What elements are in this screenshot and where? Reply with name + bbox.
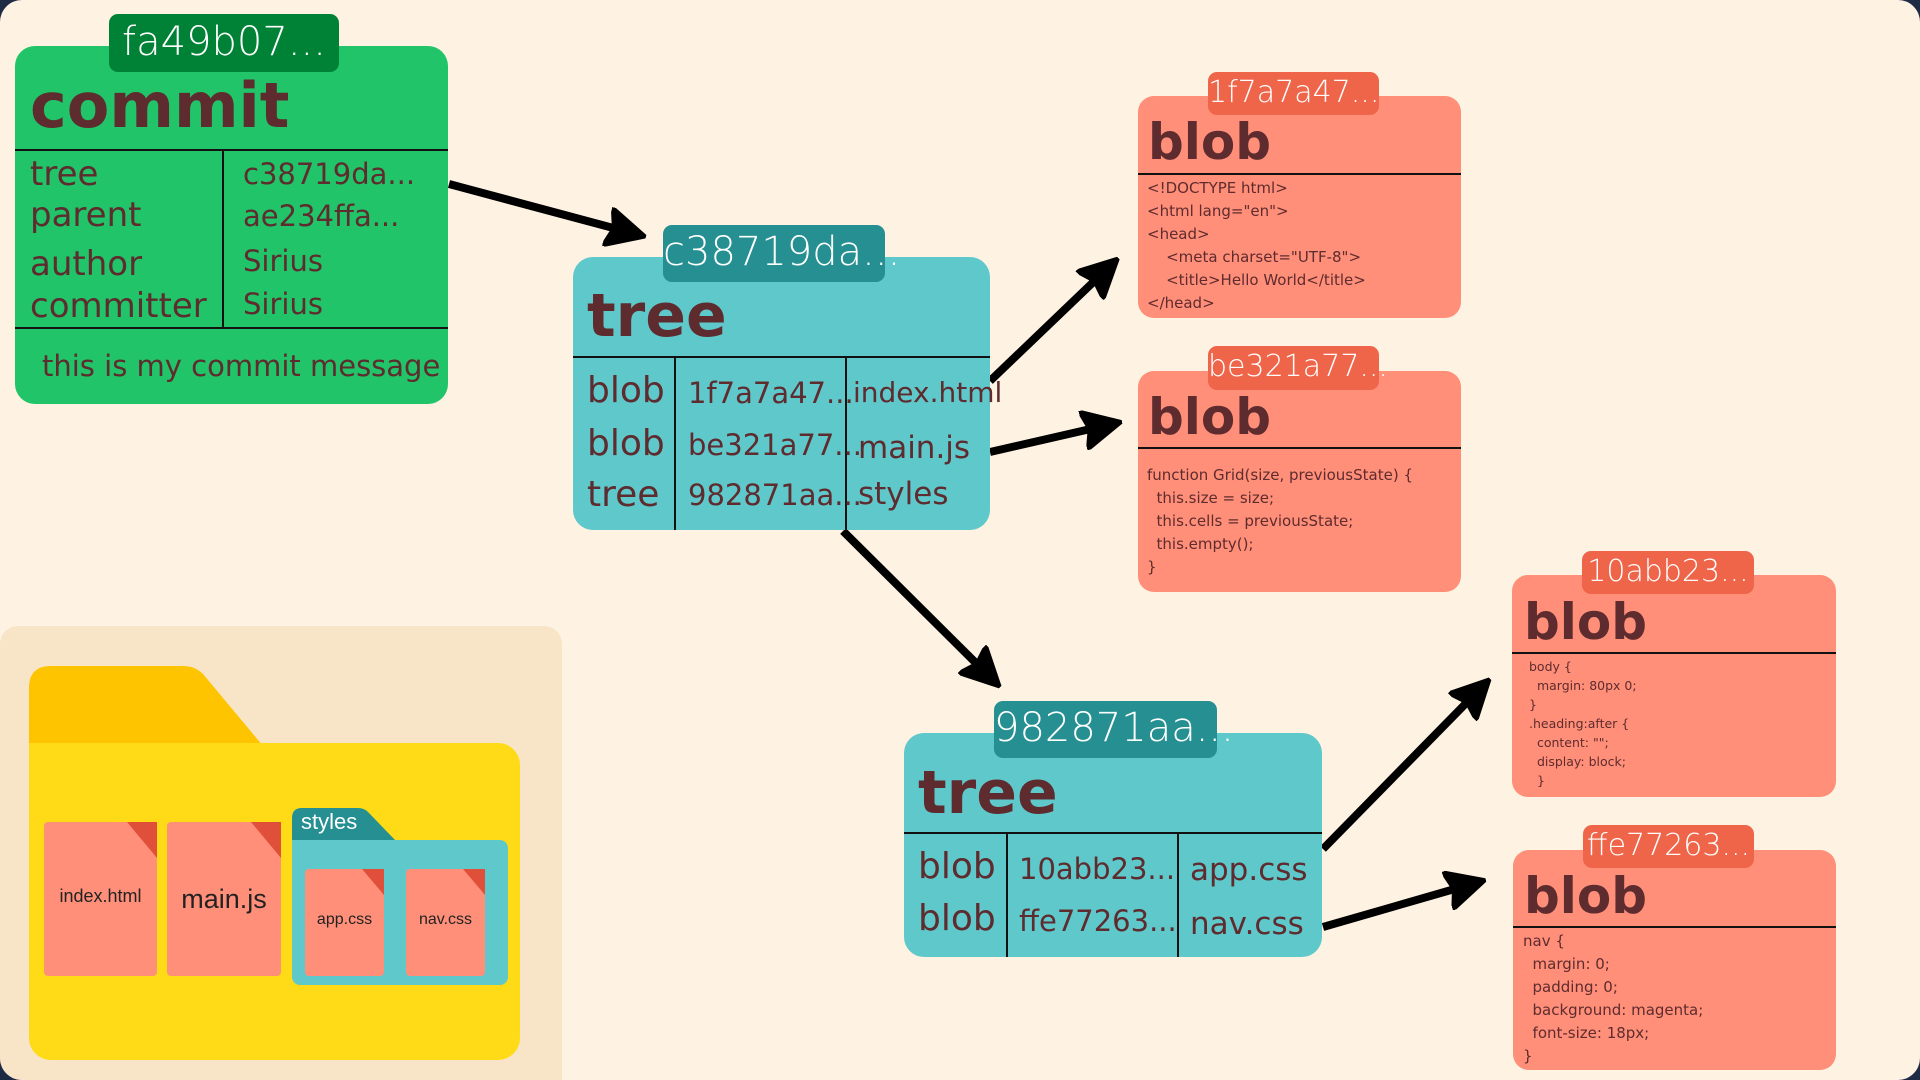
blob-type-title: blob: [1524, 593, 1648, 651]
commit-field-key: tree: [30, 154, 99, 194]
blob-hash-tag: ffe77263...: [1583, 825, 1754, 868]
file-icon-app-css[interactable]: app.css: [305, 869, 384, 976]
blob-content-line: }: [1529, 773, 1545, 788]
divider: [15, 149, 448, 151]
blob-hash-tag: 1f7a7a47...: [1208, 72, 1379, 115]
tree-entry-name: index.html: [853, 376, 1003, 409]
blob-content-line: content: "";: [1529, 735, 1609, 750]
blob-content-line: }: [1529, 697, 1537, 712]
divider: [845, 357, 847, 530]
blob-content-line: margin: 80px 0;: [1529, 678, 1637, 693]
commit-field-key: author: [30, 244, 143, 284]
file-label: index.html: [59, 886, 142, 906]
file-corner-fold: [251, 822, 281, 858]
file-label: nav.css: [418, 911, 473, 928]
file-corner-fold: [362, 869, 384, 895]
divider: [222, 150, 224, 328]
blob-type-title: blob: [1148, 113, 1272, 171]
blob-content-line: body {: [1529, 659, 1572, 674]
commit-field-key: committer: [30, 286, 207, 326]
tree-entry-hash: 1f7a7a47...: [688, 376, 854, 410]
commit-hash-tag: fa49b07...: [109, 14, 339, 72]
commit-field-value: ae234ffa...: [243, 199, 400, 233]
tree-entry-kind: blob: [587, 370, 665, 411]
blob-content-line: nav {: [1523, 932, 1565, 950]
blob-content-line: margin: 0;: [1523, 955, 1610, 973]
arrow-commit-to-tree: [447, 180, 632, 233]
arrow-tree-to-blob-index: [987, 268, 1108, 384]
blob-content-line: this.cells = previousState;: [1147, 512, 1354, 530]
tree-entry-kind: blob: [587, 423, 665, 464]
divider: [674, 357, 676, 530]
arrow-tree-to-blob-main: [989, 425, 1108, 456]
divider: [1512, 652, 1836, 654]
file-label: main.js: [181, 884, 267, 914]
blob-content-line: <!DOCTYPE html>: [1147, 179, 1288, 197]
divider: [1513, 926, 1836, 928]
divider: [573, 356, 990, 358]
tree-entry-name: nav.css: [1190, 906, 1304, 942]
commit-field-value: Sirius: [243, 287, 323, 321]
blob-content-line: padding: 0;: [1523, 978, 1618, 996]
commit-type-title: commit: [30, 69, 290, 142]
tree-entry-name: styles: [858, 476, 949, 512]
blob-content-line: }: [1523, 1047, 1533, 1065]
folder-back-tab: [29, 666, 263, 746]
blob-content-line: <title>Hello World</title>: [1147, 271, 1366, 289]
arrow-tree-to-subtree: [840, 528, 990, 677]
blob-type-title: blob: [1148, 388, 1272, 446]
arrow-subtree-to-blob-app: [1320, 689, 1480, 852]
blob-content-line: background: magenta;: [1523, 1001, 1704, 1019]
tree-hash-tag: 982871aa...: [994, 701, 1234, 758]
commit-field-value: c38719da...: [243, 157, 416, 191]
blob-content-line: this.size = size;: [1147, 489, 1275, 507]
blob-hash-tag: be321a77...: [1208, 346, 1388, 390]
blob-content-line: <head>: [1147, 225, 1210, 243]
file-icon-main-js[interactable]: main.js: [167, 822, 281, 976]
blob-content-line: .heading:after {: [1529, 716, 1630, 731]
divider: [1177, 833, 1179, 957]
blob-content-line: }: [1147, 558, 1157, 576]
commit-field-key: parent: [30, 195, 142, 235]
blob-content-line: </head>: [1147, 294, 1215, 312]
arrow-subtree-to-blob-nav: [1321, 884, 1472, 931]
blob-content-line: this.empty();: [1147, 535, 1254, 553]
blob-content-line: <html lang="en">: [1147, 202, 1289, 220]
divider: [1006, 833, 1008, 957]
tree-entry-hash: 982871aa...: [688, 478, 862, 512]
tree-type-title: tree: [587, 281, 727, 351]
file-icon-index-html[interactable]: index.html: [44, 822, 157, 976]
commit-message: this is my commit message: [42, 349, 441, 383]
tree-entry-hash: ffe77263...: [1019, 904, 1177, 938]
file-corner-fold: [463, 869, 485, 895]
blob-hash-tag: 10abb23...: [1582, 551, 1754, 594]
file-icon-nav-css[interactable]: nav.css: [406, 869, 485, 976]
blob-type-title: blob: [1524, 867, 1648, 925]
tree-entry-name: app.css: [1190, 852, 1308, 888]
file-label: app.css: [316, 911, 373, 928]
blob-content-line: display: block;: [1529, 754, 1626, 769]
blob-content-line: <meta charset="UTF-8">: [1147, 248, 1362, 266]
tree-entry-name: main.js: [858, 430, 971, 466]
tree-hash-tag: c38719da...: [663, 225, 900, 282]
commit-field-value: Sirius: [243, 244, 323, 278]
tree-entry-hash: 10abb23...: [1019, 852, 1176, 886]
tree-entry-hash: be321a77...: [688, 428, 862, 462]
blob-content-line: font-size: 18px;: [1523, 1024, 1650, 1042]
blob-content-line: function Grid(size, previousState) {: [1147, 466, 1413, 484]
divider: [1138, 173, 1461, 175]
tree-type-title: tree: [918, 758, 1058, 828]
tree-entry-kind: blob: [918, 846, 996, 887]
divider: [1138, 447, 1461, 449]
subfolder-tab: [292, 808, 396, 841]
subfolder-label: styles: [301, 809, 358, 834]
divider: [15, 327, 448, 329]
divider: [904, 832, 1322, 834]
tree-entry-kind: blob: [918, 898, 996, 939]
file-corner-fold: [127, 822, 157, 858]
tree-entry-kind: tree: [587, 474, 660, 515]
